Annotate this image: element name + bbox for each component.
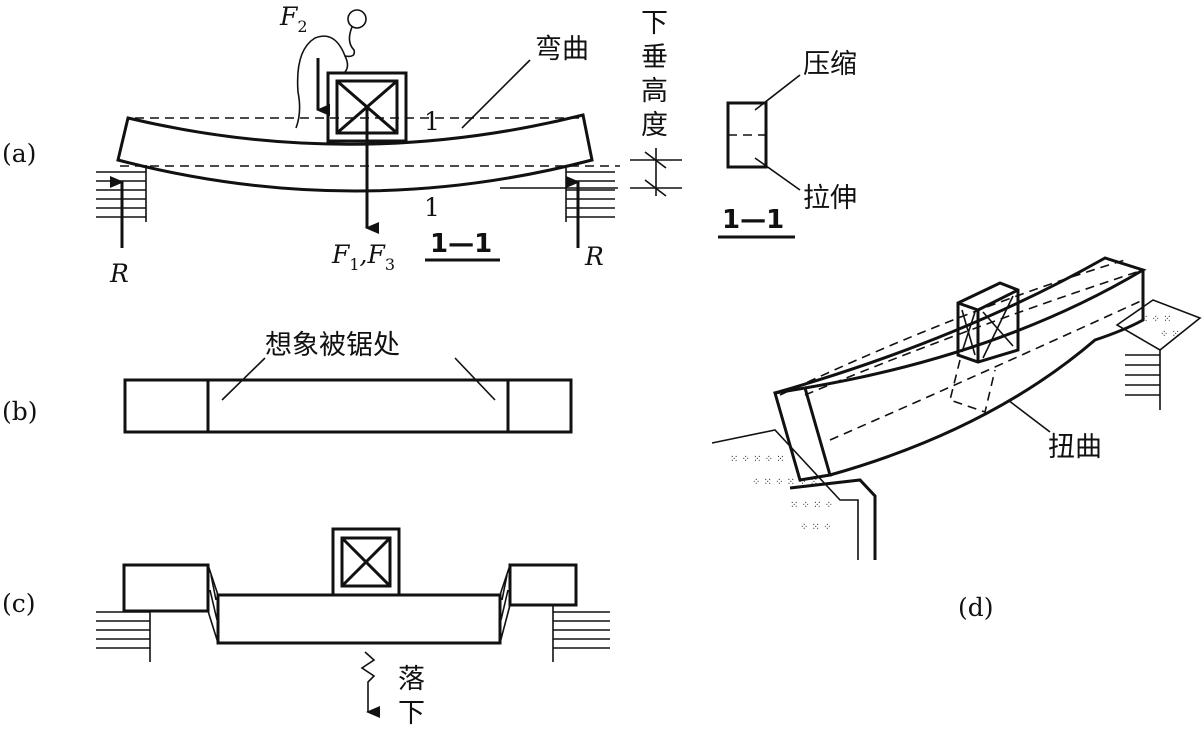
reaction-label-right: R xyxy=(584,242,604,271)
section-title: 1—1 xyxy=(430,229,492,259)
sag-label-4: 度 xyxy=(641,110,668,141)
twist-leader xyxy=(1007,399,1051,433)
panel-d: (d) ⁙ ⁘ ⁙ ⁘ ⁙ ⁘ ⁙ ⁘ ⁙ ⁘ ⁙ ⁙ ⁘ ⁙ ⁘ ⁘ ⁙ ⁘ … xyxy=(711,256,1202,622)
sag-label-2: 垂 xyxy=(641,42,668,73)
person-hand xyxy=(295,9,367,129)
panel-a-label: (a) xyxy=(2,139,36,168)
right-support xyxy=(565,165,615,222)
section-mark-top: 1 xyxy=(424,107,440,136)
sag-dimension xyxy=(630,148,682,197)
fall-label-2: 下 xyxy=(398,698,425,729)
fall-arrow xyxy=(360,651,380,718)
svg-text:⁘ ⁙ ⁘: ⁘ ⁙ ⁘ xyxy=(800,522,832,533)
section-mark-bottom: 1 xyxy=(424,193,440,222)
panel-d-label: (d) xyxy=(958,593,994,622)
sag-label-3: 高 xyxy=(641,76,668,107)
twisted-beam xyxy=(773,256,1147,482)
saw-leader-right xyxy=(454,357,496,401)
compression-label: 压缩 xyxy=(803,49,857,80)
fallen-beam xyxy=(216,593,502,645)
right-stub xyxy=(508,563,578,607)
saw-label: 想象被锯处 xyxy=(265,330,400,361)
force-label-f1-f3: F1,F3 xyxy=(331,240,395,274)
force-label-f2: F2 xyxy=(279,2,308,36)
saw-leader-left xyxy=(221,357,266,401)
left-ground: ⁙ ⁘ ⁙ ⁘ ⁙ ⁘ ⁙ ⁘ ⁙ ⁘ ⁙ ⁙ ⁘ ⁙ ⁘ ⁘ ⁙ ⁘ xyxy=(711,429,877,560)
straight-beam xyxy=(123,378,573,434)
sag-label-1: 下 xyxy=(641,8,668,39)
cross-section xyxy=(726,74,801,191)
tension-label: 拉伸 xyxy=(803,183,857,214)
bend-label: 弯曲 xyxy=(535,34,589,65)
panel-b-label: (b) xyxy=(2,397,38,426)
crate-c xyxy=(331,527,401,597)
svg-text:⁙ ⁘ ⁙ ⁘: ⁙ ⁘ ⁙ ⁘ xyxy=(790,500,833,511)
right-ground: ⁙ ⁘ ⁙ ⁘ ⁙ xyxy=(1115,299,1202,410)
section-title-right: 1—1 xyxy=(722,205,784,235)
fall-label-1: 落 xyxy=(398,664,425,695)
svg-text:⁘ ⁙: ⁘ ⁙ xyxy=(1160,329,1180,340)
panel-a: (a) R R xyxy=(2,2,857,288)
bend-leader xyxy=(461,59,531,129)
panel-b: (b) 想象被锯处 xyxy=(2,330,573,434)
panel-c-label: (c) xyxy=(2,589,36,618)
reaction-label-left: R xyxy=(109,259,129,288)
twist-label: 扭曲 xyxy=(1048,432,1102,463)
bent-beam xyxy=(116,113,594,193)
crate-d xyxy=(956,281,1020,364)
svg-text:⁘ ⁙ ⁘ ⁙ ⁘ ⁙: ⁘ ⁙ ⁘ ⁙ ⁘ ⁙ xyxy=(752,477,818,488)
panel-c: (c) 落 下 xyxy=(2,527,610,729)
svg-text:⁙ ⁘ ⁙: ⁙ ⁘ ⁙ xyxy=(1140,314,1172,325)
left-stub xyxy=(122,563,210,613)
svg-text:⁙ ⁘ ⁙ ⁘ ⁙: ⁙ ⁘ ⁙ ⁘ ⁙ xyxy=(730,454,785,465)
